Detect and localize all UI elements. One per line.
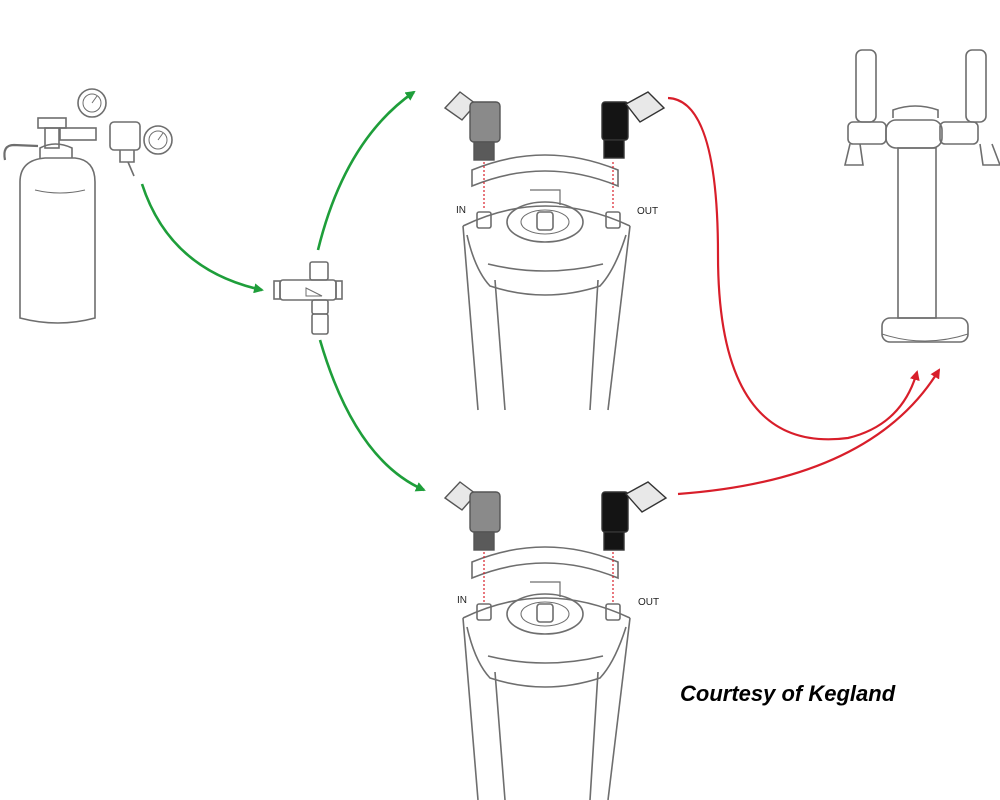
- keg-top-in-label: IN: [456, 205, 466, 216]
- keg-bottom-out-label: OUT: [638, 597, 659, 608]
- dual-tap-tower-icon: [843, 49, 1000, 343]
- co2-cylinder-with-regulator-icon: [3, 88, 173, 324]
- beer-line-bottom-keg-to-tower: [677, 368, 941, 496]
- gas-line-to-bottom-keg: [318, 339, 426, 492]
- beer-line-top-keg-to-tower: [667, 96, 920, 441]
- liquid-disconnect-icon: [601, 481, 668, 551]
- gas-line-to-top-keg: [316, 90, 416, 251]
- corny-keg-icon: [462, 154, 631, 411]
- keg-bottom-in-label: IN: [457, 595, 467, 606]
- tee-splitter-icon: [273, 261, 343, 335]
- gas-disconnect-icon: [443, 481, 501, 551]
- gas-line-to-tee: [140, 183, 264, 294]
- corny-keg-icon: [462, 546, 631, 800]
- gas-disconnect-icon: [443, 91, 501, 161]
- keg-top-out-label: OUT: [637, 206, 658, 217]
- liquid-disconnect-icon: [601, 91, 666, 159]
- credit-text: Courtesy of Kegland: [680, 681, 896, 706]
